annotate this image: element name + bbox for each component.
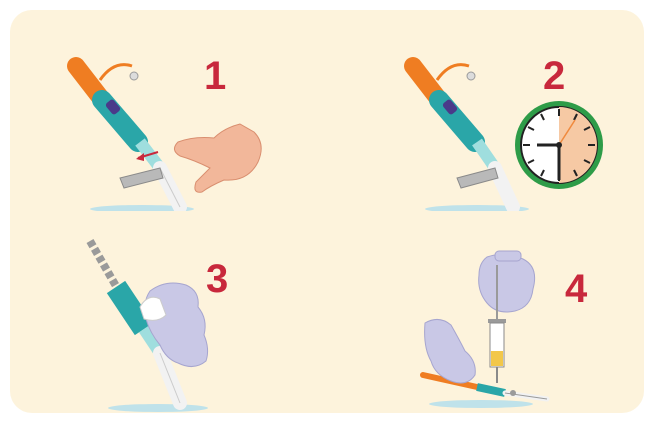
- shadow: [429, 400, 533, 408]
- step-number-4: 4: [565, 269, 587, 309]
- pen-needle-icon: [76, 65, 180, 207]
- step-4-illustration: [327, 211, 644, 412]
- instruction-panel: 1: [10, 10, 644, 413]
- hand-icon: [174, 124, 261, 192]
- pen-cartridge-icon: [423, 375, 547, 399]
- gloved-hand-bottom-icon: [425, 319, 476, 383]
- step-4: 4: [327, 211, 644, 412]
- pen-needle-icon: [413, 65, 513, 207]
- step-2: 2: [327, 10, 644, 211]
- clock-icon: [515, 101, 603, 189]
- shadow: [108, 404, 208, 412]
- gloved-hand-icon: [140, 283, 208, 367]
- step-number-2: 2: [543, 56, 565, 96]
- step-1-illustration: [10, 10, 327, 211]
- step-3: 3: [10, 211, 327, 412]
- step-1: 1: [10, 10, 327, 211]
- step-number-1: 1: [204, 56, 226, 96]
- step-3-illustration: [10, 211, 327, 412]
- step-2-illustration: [327, 10, 644, 211]
- gloved-hand-top-icon: [479, 251, 535, 312]
- step-number-3: 3: [206, 259, 228, 299]
